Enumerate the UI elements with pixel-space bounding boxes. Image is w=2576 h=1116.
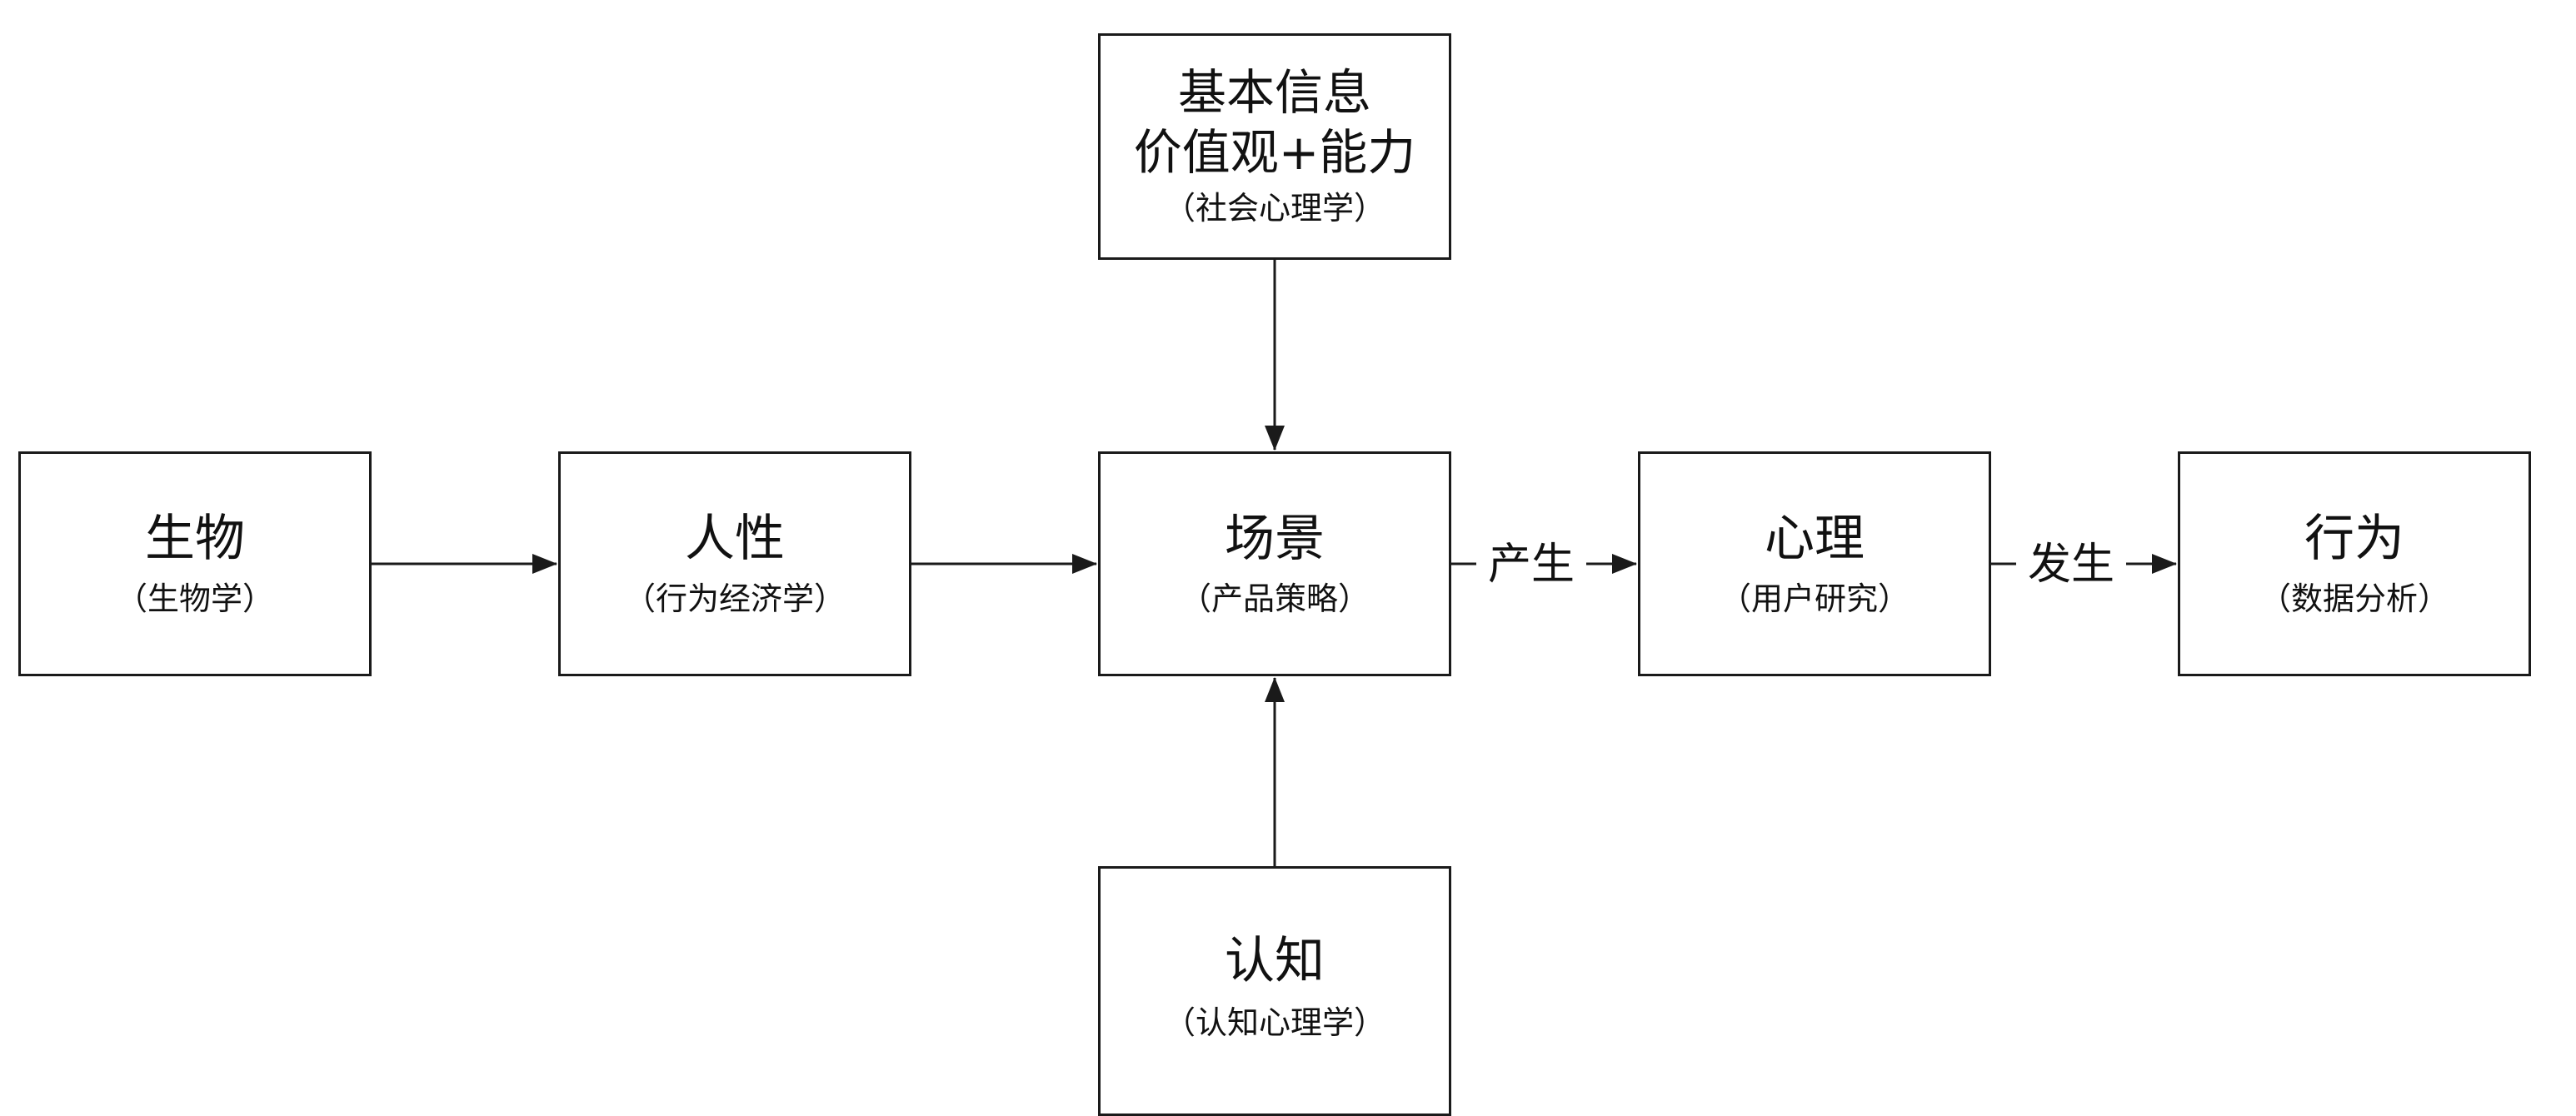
node-basic-info-subtitle: （社会心理学） bbox=[1163, 190, 1385, 227]
node-scene: 场景 （产品策略） bbox=[1098, 451, 1451, 676]
node-scene-title: 场景 bbox=[1225, 510, 1325, 568]
flow-diagram: 产生 发生 基本信息 价值观+能力 （社会心理学） 生物 （生物学） 人性 （行… bbox=[18, 33, 2531, 1116]
node-cognition-title: 认知 bbox=[1225, 932, 1325, 990]
node-behavior-title: 行为 bbox=[2304, 510, 2404, 568]
node-scene-subtitle: （产品策略） bbox=[1179, 580, 1370, 617]
node-humanity: 人性 （行为经济学） bbox=[558, 451, 911, 676]
node-behavior: 行为 （数据分析） bbox=[2178, 451, 2531, 676]
edge-label-produce: 产生 bbox=[1476, 540, 1587, 590]
node-psychology: 心理 （用户研究） bbox=[1638, 451, 1991, 676]
node-basic-info-title-line2: 价值观+能力 bbox=[1133, 124, 1416, 181]
node-basic-info-title-line1: 基本信息 bbox=[1177, 64, 1371, 121]
node-humanity-title: 人性 bbox=[685, 510, 785, 568]
node-biology-subtitle: （生物学） bbox=[115, 580, 274, 617]
node-cognition-subtitle: （认知心理学） bbox=[1163, 1004, 1385, 1041]
node-humanity-subtitle: （行为经济学） bbox=[623, 580, 846, 617]
node-behavior-subtitle: （数据分析） bbox=[2259, 580, 2449, 617]
node-basic-info: 基本信息 价值观+能力 （社会心理学） bbox=[1098, 33, 1451, 260]
node-biology: 生物 （生物学） bbox=[18, 451, 372, 676]
node-psychology-title: 心理 bbox=[1765, 510, 1865, 568]
node-biology-title: 生物 bbox=[145, 510, 245, 568]
edge-label-occur: 发生 bbox=[2016, 540, 2127, 590]
node-cognition: 认知 （认知心理学） bbox=[1098, 866, 1451, 1116]
node-psychology-subtitle: （用户研究） bbox=[1719, 580, 1910, 617]
